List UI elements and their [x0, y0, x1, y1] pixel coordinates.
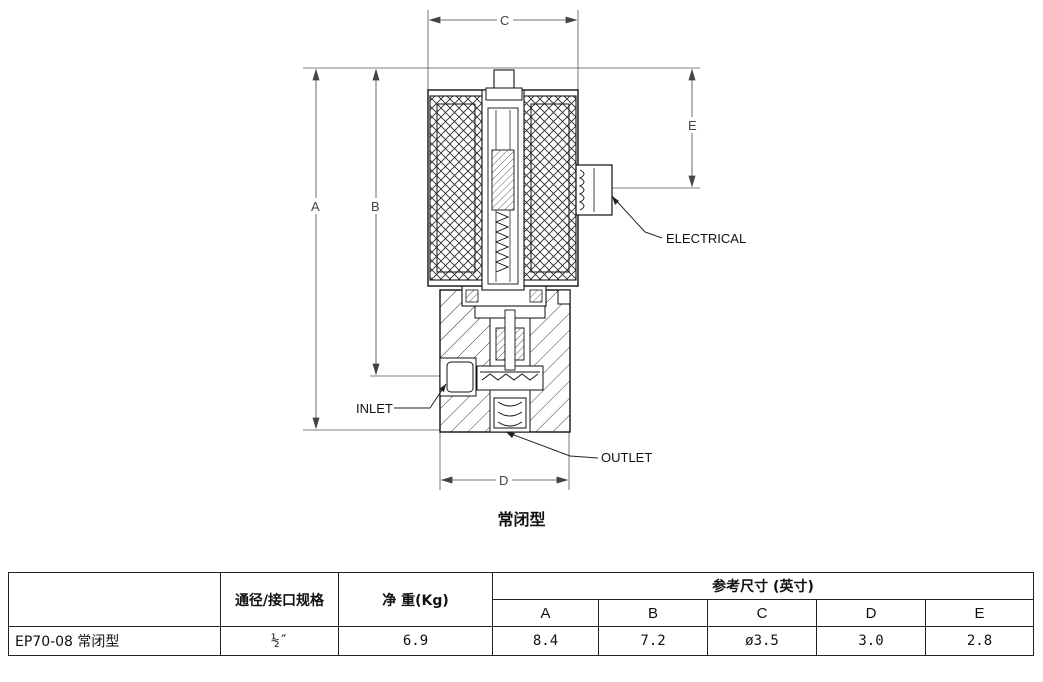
model-header-cell	[8, 572, 221, 627]
col-header-b: B	[598, 599, 708, 627]
dim-label-c: C	[500, 13, 509, 28]
inlet-callout: INLET	[356, 401, 393, 416]
dim-e-cell: 2.8	[924, 626, 1035, 656]
dim-c-cell: ø3.5	[707, 626, 817, 656]
valve-body	[439, 289, 571, 433]
weight-header: 净 重(Kg)	[338, 572, 493, 627]
model-cell: EP70-08 常闭型	[8, 626, 221, 656]
weight-cell: 6.9	[338, 626, 493, 656]
dim-a-cell: 8.4	[492, 626, 599, 656]
spec-table: 通径/接口规格 净 重(Kg) 参考尺寸 (英寸) A B C D E EP70…	[8, 572, 1035, 656]
col-header-e: E	[924, 599, 1035, 627]
dim-b-cell: 7.2	[598, 626, 708, 656]
col-header-a: A	[492, 599, 599, 627]
dim-label-d: D	[499, 473, 508, 488]
dim-label-e: E	[688, 118, 697, 133]
electrical-callout: ELECTRICAL	[666, 231, 746, 246]
col-header-c: C	[707, 599, 817, 627]
dim-label-b: B	[371, 199, 380, 214]
dim-label-a: A	[311, 199, 320, 214]
drawing-caption: 常闭型	[497, 510, 546, 529]
port-header: 通径/接口规格	[220, 572, 339, 627]
electrical-fitting	[575, 164, 613, 216]
table-row: EP70-08 常闭型 ½″ 6.9 8.4 7.2 ø3.5 3.0 2.8	[8, 626, 1035, 656]
dim-d-cell: 3.0	[816, 626, 926, 656]
outlet-callout: OUTLET	[601, 450, 652, 465]
solenoid-coil	[427, 69, 579, 291]
port-cell: ½″	[220, 626, 339, 656]
col-header-d: D	[816, 599, 926, 627]
valve-drawing: A B C D E	[303, 10, 746, 490]
ref-dimensions-header: 参考尺寸 (英寸)	[491, 572, 1035, 600]
